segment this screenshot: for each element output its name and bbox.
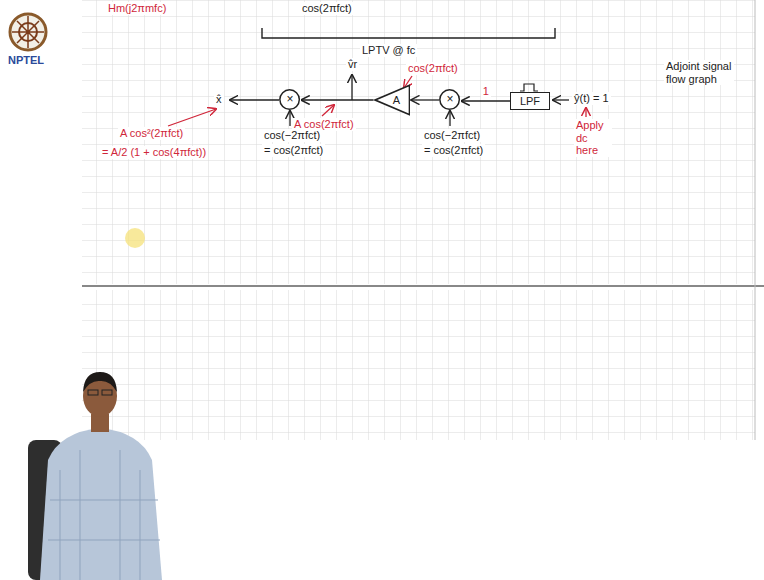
signal-expression: = cos(2πfct) bbox=[262, 144, 325, 157]
logo-text: NPTEL bbox=[6, 54, 46, 67]
grid-page bbox=[82, 290, 755, 440]
multiplier-symbol: × bbox=[439, 89, 460, 110]
pen-cursor bbox=[125, 228, 145, 248]
amplifier-symbol-outline bbox=[374, 84, 411, 116]
signal-expression: cos(2πfct) bbox=[406, 62, 460, 75]
signal-arrow bbox=[411, 99, 439, 100]
node-text: LPF bbox=[520, 95, 540, 107]
presenter bbox=[28, 372, 162, 580]
signal-expression: cos(−2πfct) bbox=[262, 129, 322, 142]
transfer-function: Hm(j2πmfc) bbox=[106, 2, 168, 15]
amplifier-symbol: A bbox=[374, 84, 411, 116]
page-divider bbox=[82, 285, 764, 287]
diagram-heading: Adjoint signal flow graph bbox=[664, 60, 734, 85]
node-text: A bbox=[393, 94, 400, 106]
signal-wire bbox=[449, 111, 450, 126]
signal-expression: = A/2 (1 + cos(4πfct)) bbox=[100, 146, 208, 159]
node-text: × bbox=[446, 93, 453, 106]
signal-wire bbox=[351, 75, 352, 100]
signal-arrow bbox=[462, 100, 510, 101]
signal-arrow bbox=[302, 99, 374, 100]
leader-line bbox=[168, 109, 216, 126]
grid-page bbox=[82, 0, 755, 284]
node-text: × bbox=[286, 93, 293, 106]
page-edge bbox=[755, 0, 756, 440]
signal-expression: cos(2πfct) bbox=[300, 2, 354, 15]
note: Apply dc here bbox=[574, 119, 612, 157]
bracket-label: LPTV @ fc bbox=[360, 44, 417, 57]
pulse-symbol bbox=[520, 84, 538, 91]
signal-name: x̂ bbox=[214, 93, 224, 106]
multiplier-symbol: × bbox=[279, 89, 300, 110]
leader-line bbox=[585, 108, 586, 117]
bracket bbox=[262, 28, 555, 38]
nptel-logo bbox=[10, 14, 46, 50]
signal-name: v̂r bbox=[346, 58, 359, 71]
filter-box: LPF bbox=[510, 92, 550, 110]
edge-label: 1 bbox=[481, 85, 491, 98]
signal-expression: A cos²(2πfct) bbox=[118, 127, 185, 140]
signal-name: ŷ(t) = 1 bbox=[572, 92, 611, 105]
signal-expression: cos(−2πfct) bbox=[422, 129, 482, 142]
signal-expression: = cos(2πfct) bbox=[422, 144, 485, 157]
signal-wire bbox=[230, 99, 279, 100]
signal-wire bbox=[553, 99, 569, 100]
leader-line bbox=[322, 105, 334, 116]
signal-wire bbox=[289, 111, 290, 126]
